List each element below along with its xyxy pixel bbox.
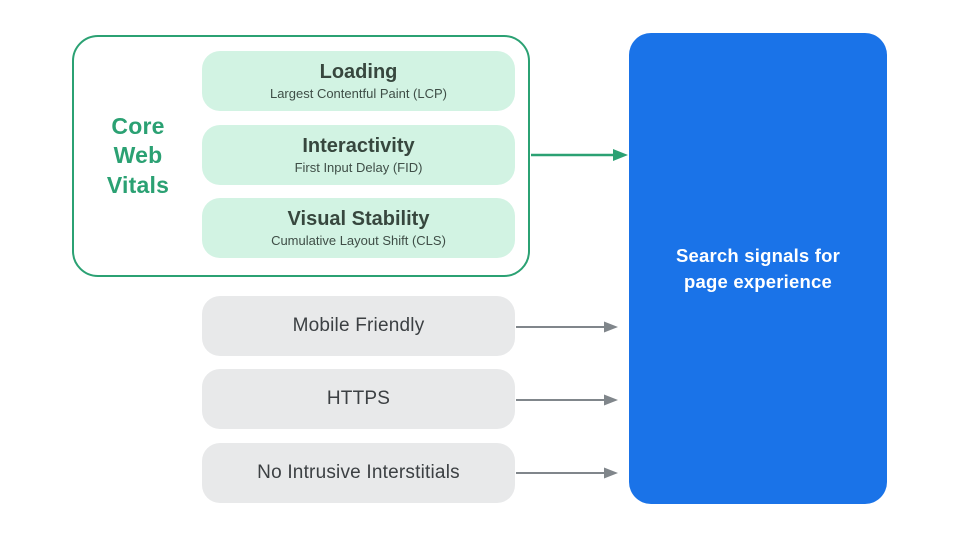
cwv-item-visual-stability-subtitle: Cumulative Layout Shift (CLS) xyxy=(271,233,446,249)
signal-mobile-friendly-label: Mobile Friendly xyxy=(292,315,425,336)
cwv-item-visual-stability-title: Visual Stability xyxy=(287,208,430,231)
signal-https-label: HTTPS xyxy=(326,388,391,409)
core-web-vitals-label-text: Core Web Vitals xyxy=(106,112,170,198)
arrow-https-to-result xyxy=(516,394,618,406)
arrow-mobile-friendly-to-result xyxy=(516,321,618,333)
cwv-item-interactivity-title: Interactivity xyxy=(302,135,415,158)
search-signals-result-label: Search signals for page experience xyxy=(676,244,840,292)
signal-https: HTTPS xyxy=(202,369,515,429)
arrow-no-intrusive-interstitials-to-result xyxy=(516,467,618,479)
cwv-item-interactivity-subtitle: First Input Delay (FID) xyxy=(294,160,423,176)
signal-no-intrusive-interstitials: No Intrusive Interstitials xyxy=(202,443,515,503)
core-web-vitals-group: Core Web Vitals Loading Largest Contentf… xyxy=(72,35,530,277)
cwv-item-loading: Loading Largest Contentful Paint (LCP) xyxy=(202,51,515,111)
search-signals-result-box: Search signals for page experience xyxy=(629,33,887,504)
cwv-item-loading-subtitle: Largest Contentful Paint (LCP) xyxy=(269,86,448,102)
cwv-item-visual-stability: Visual Stability Cumulative Layout Shift… xyxy=(202,198,515,258)
arrow-core-web-vitals-to-result xyxy=(531,149,628,161)
cwv-item-interactivity: Interactivity First Input Delay (FID) xyxy=(202,125,515,185)
core-web-vitals-label: Core Web Vitals xyxy=(74,37,202,275)
signal-mobile-friendly: Mobile Friendly xyxy=(202,296,515,356)
cwv-item-loading-title: Loading xyxy=(319,61,398,84)
signal-no-intrusive-interstitials-label: No Intrusive Interstitials xyxy=(257,462,460,483)
